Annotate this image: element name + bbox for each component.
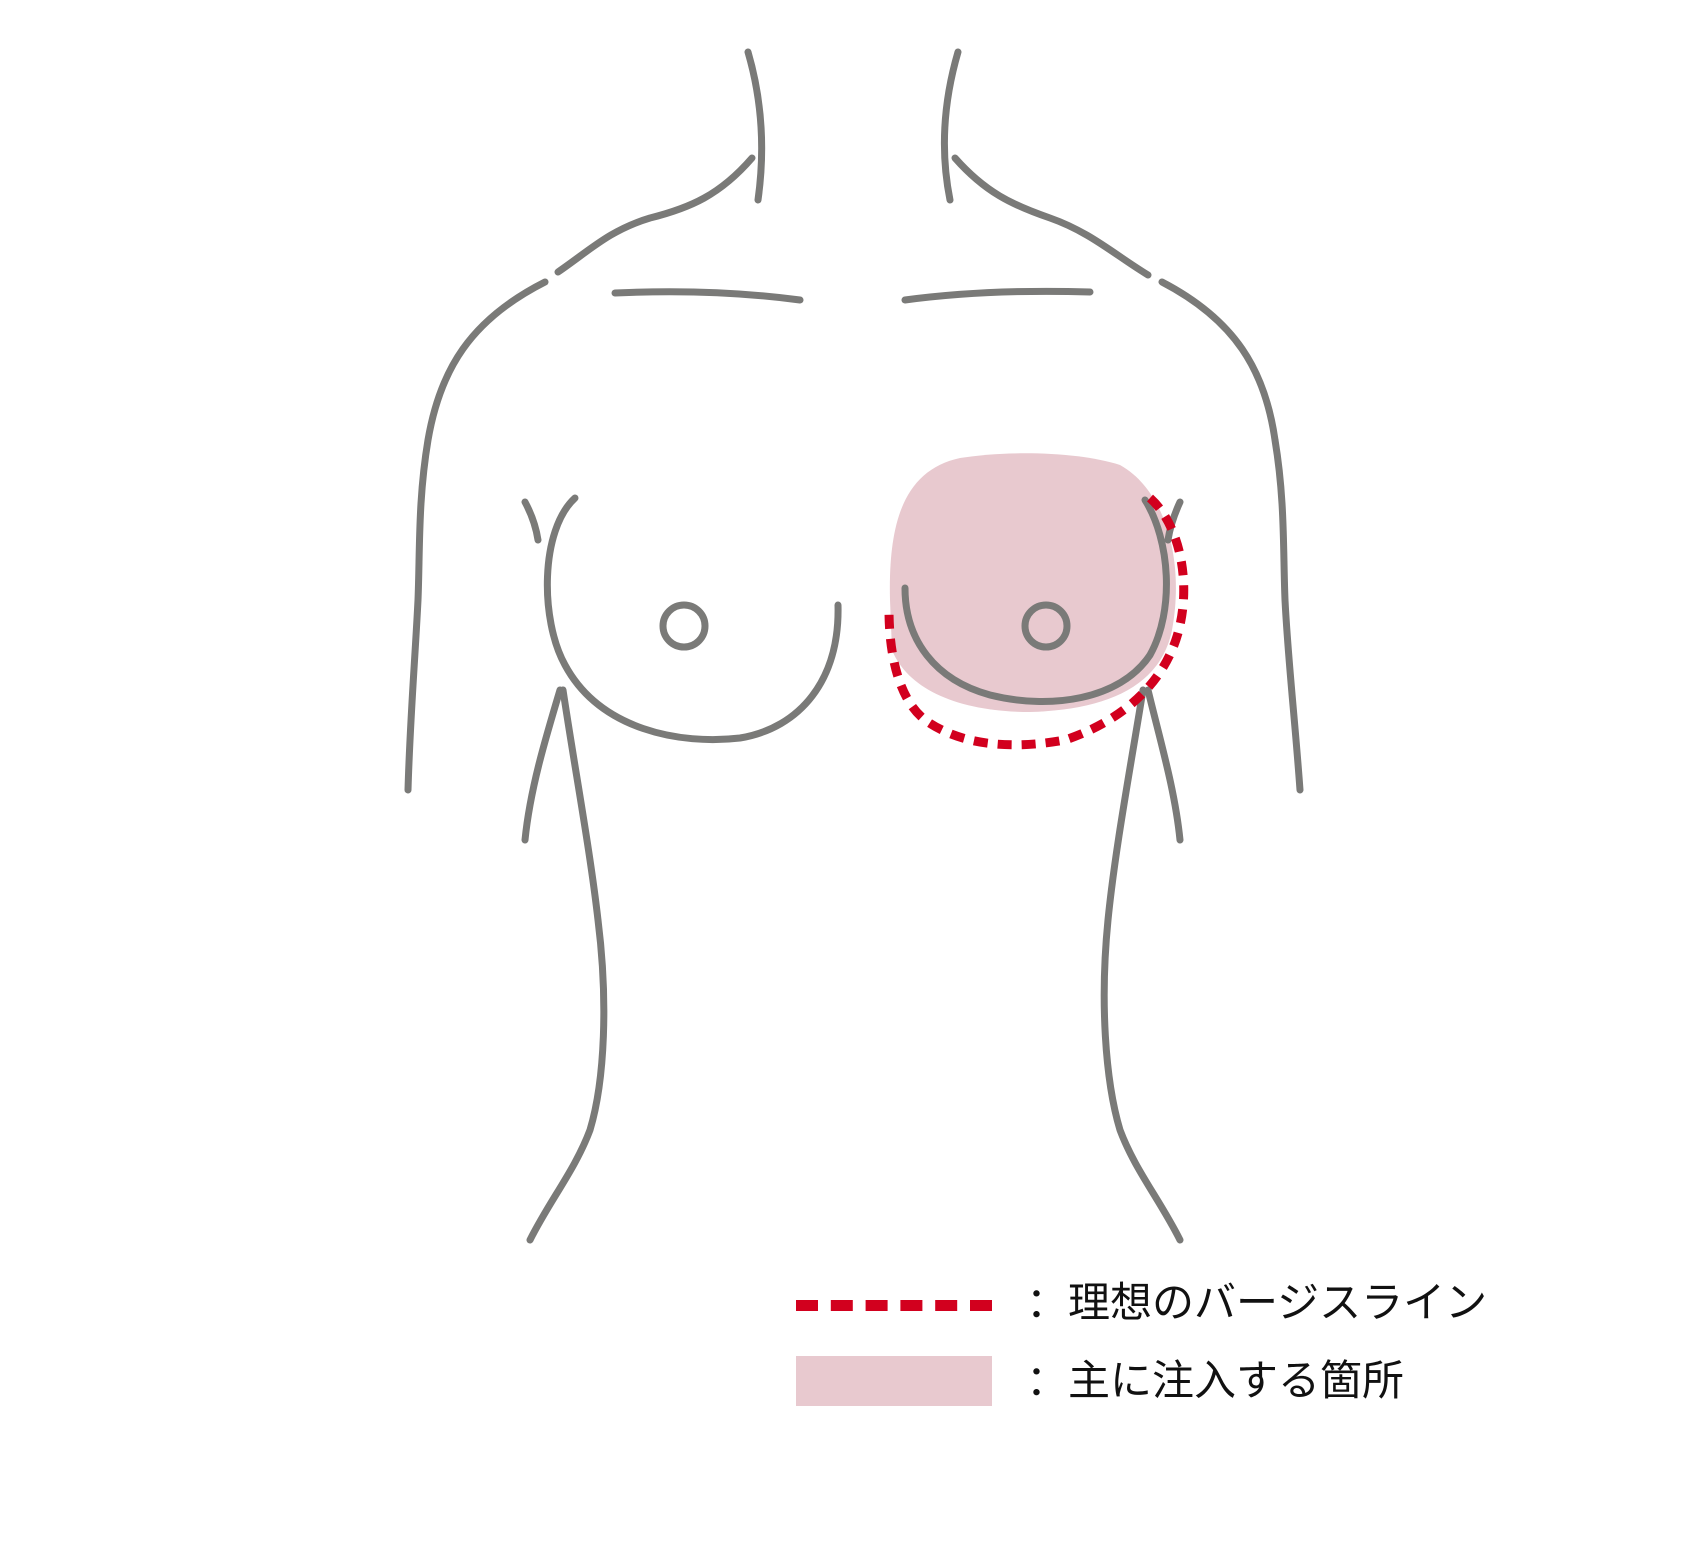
legend-swatch-dashed-line: [796, 1300, 992, 1311]
neck-right-line: [940, 48, 962, 204]
arm-left-outer: [404, 278, 549, 794]
legend-swatch-pink-area: [796, 1356, 992, 1406]
ideal-bust-line: [884, 494, 1189, 750]
nipple-right: [1021, 601, 1071, 651]
breast-left-contour: [543, 494, 842, 744]
clavicle-right: [901, 287, 1094, 304]
legend-label-ideal-line: ：理想のバージスライン: [1026, 1278, 1488, 1327]
arm-right-outer: [1158, 278, 1304, 794]
arm-left-inner: [521, 686, 564, 844]
clavicle-left: [611, 288, 804, 304]
side-left-upper: [521, 498, 542, 544]
breast-right-contour: [901, 496, 1170, 705]
legend-label-injection-area: ：主に注入する箇所: [1026, 1356, 1405, 1405]
waist-left: [526, 686, 608, 1244]
shoulder-left-line: [554, 154, 756, 276]
waist-right: [1100, 686, 1184, 1244]
arm-right-inner: [1144, 686, 1184, 844]
neck-left-line: [744, 48, 766, 204]
nipple-left: [659, 601, 709, 651]
shoulder-right-line: [951, 154, 1152, 279]
injection-area: [889, 453, 1176, 712]
